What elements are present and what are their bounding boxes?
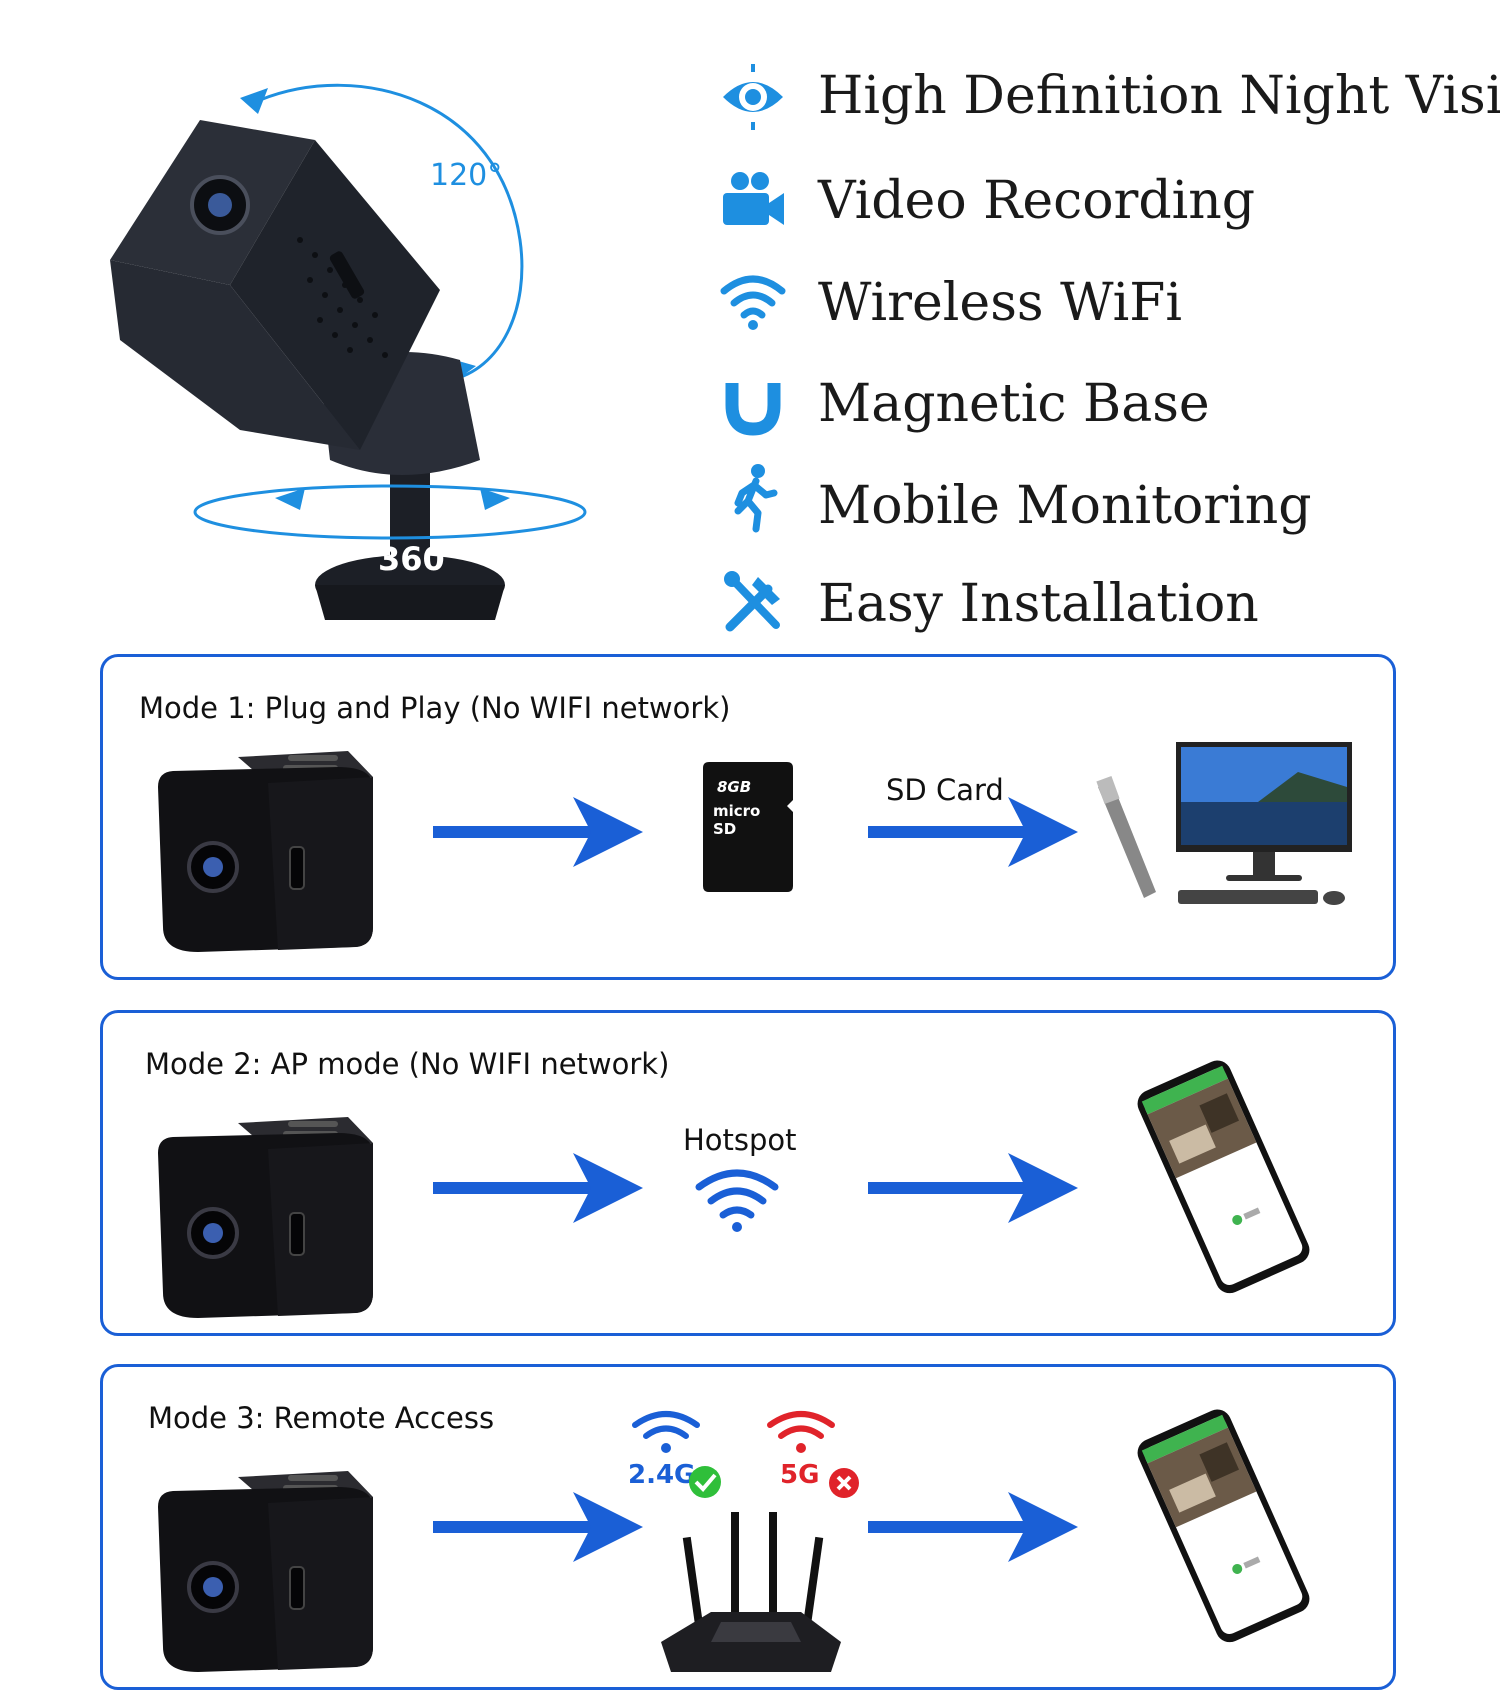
feature-label: Video Recording bbox=[818, 171, 1256, 231]
tools-icon bbox=[718, 567, 788, 637]
hotspot-wifi-icon bbox=[695, 1163, 779, 1233]
rotation-angle-label: 360° bbox=[378, 540, 461, 578]
eye-icon bbox=[718, 62, 788, 132]
arrow-right-icon bbox=[433, 1492, 643, 1562]
wifi-icon bbox=[718, 265, 788, 335]
mode-title: Mode 2: AP mode (No WIFI network) bbox=[145, 1047, 670, 1081]
mini-camera-image bbox=[158, 1467, 378, 1677]
check-icon bbox=[688, 1465, 722, 1499]
mode-2-panel: Mode 2: AP mode (No WIFI network) Hotspo… bbox=[100, 1010, 1396, 1336]
hero-camera-illustration: 120° 360° bbox=[100, 40, 620, 620]
desktop-computer-icon bbox=[1096, 742, 1358, 917]
mode-3-panel: Mode 3: Remote Access 2.4G 5G bbox=[100, 1364, 1396, 1690]
band-2-4g-label: 2.4G bbox=[628, 1460, 696, 1490]
hotspot-label: Hotspot bbox=[683, 1123, 797, 1157]
cross-icon bbox=[828, 1467, 860, 1499]
sd-brand-label: micro SD bbox=[713, 802, 761, 838]
arrow-right-icon bbox=[868, 1153, 1078, 1223]
mini-camera-image bbox=[158, 747, 378, 957]
magnet-icon bbox=[718, 367, 788, 437]
feature-label: Magnetic Base bbox=[818, 374, 1210, 434]
router-icon bbox=[651, 1502, 851, 1682]
wifi-5g-icon bbox=[766, 1407, 836, 1457]
smartphone-app-image bbox=[1123, 1060, 1323, 1308]
video-camera-icon bbox=[718, 165, 788, 235]
band-5g-label: 5G bbox=[780, 1460, 820, 1490]
arrow-right-icon bbox=[868, 797, 1078, 867]
arrow-right-icon bbox=[433, 797, 643, 867]
tilt-angle-label: 120° bbox=[430, 158, 503, 193]
arrow-right-icon bbox=[433, 1153, 643, 1223]
sd-card-label: SD Card bbox=[886, 773, 1004, 807]
walking-person-icon bbox=[718, 463, 788, 533]
feature-label: Easy Installation bbox=[818, 574, 1259, 634]
mode-1-panel: Mode 1: Plug and Play (No WIFI network) … bbox=[100, 654, 1396, 980]
mode-title: Mode 3: Remote Access bbox=[148, 1401, 495, 1435]
feature-label: High Definition Night Vision bbox=[818, 66, 1500, 126]
mode-title: Mode 1: Plug and Play (No WIFI network) bbox=[139, 691, 731, 725]
arrow-right-icon bbox=[868, 1492, 1078, 1562]
sd-card-icon: 8GB micro SD bbox=[703, 762, 793, 892]
sd-capacity-label: 8GB bbox=[717, 778, 752, 796]
feature-label: Mobile Monitoring bbox=[818, 476, 1312, 536]
mini-camera-image bbox=[158, 1113, 378, 1323]
smartphone-app-image bbox=[1123, 1409, 1323, 1657]
wifi-2-4g-icon bbox=[631, 1407, 701, 1457]
feature-label: Wireless WiFi bbox=[818, 273, 1182, 333]
